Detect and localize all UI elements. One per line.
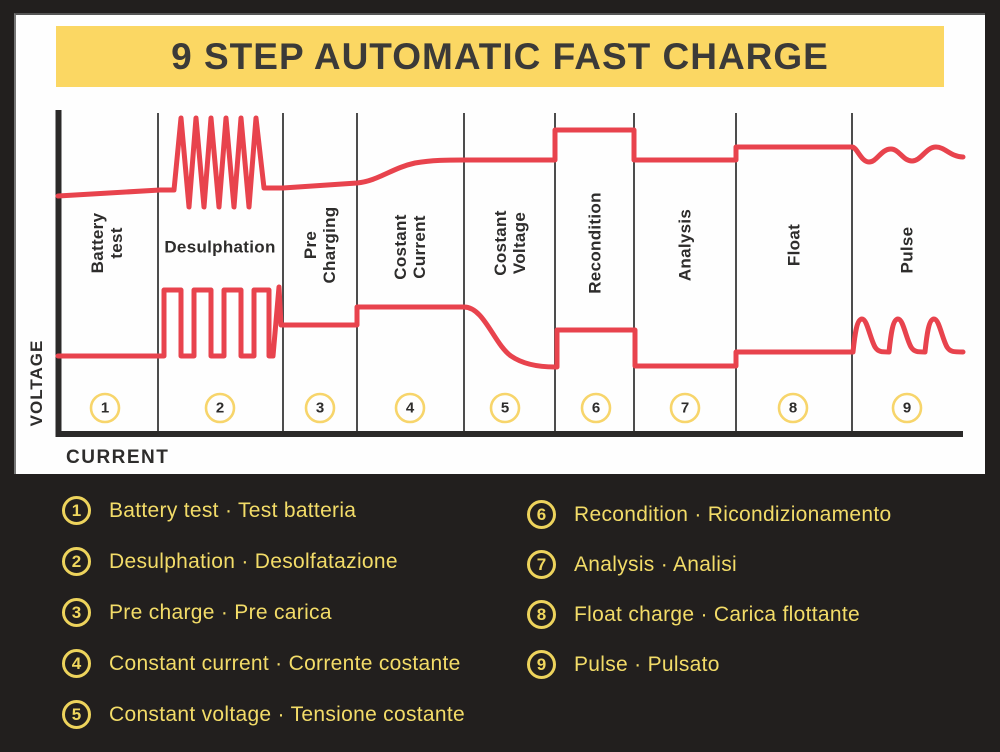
step-number: 7 xyxy=(681,400,689,417)
step-number: 9 xyxy=(903,400,911,417)
legend-item: 3 Pre charge · Pre carica xyxy=(62,598,465,627)
stage-label: Voltage xyxy=(510,212,529,274)
stage-label: Pre xyxy=(301,231,320,259)
legend-item-label: Recondition · Ricondizionamento xyxy=(574,503,891,527)
legend-item-label: Battery test · Test batteria xyxy=(109,499,356,523)
legend-step-circle: 8 xyxy=(527,600,556,629)
stage-label: Float xyxy=(785,224,804,266)
legend-item-label: Float charge · Carica flottante xyxy=(574,603,860,627)
step-number: 3 xyxy=(316,400,324,417)
voltage-axis-label: VOLTAGE xyxy=(27,333,45,433)
legend-item-label: Constant current · Corrente costante xyxy=(109,652,461,676)
legend-step-circle: 7 xyxy=(527,550,556,579)
legend-item-label: Pulse · Pulsato xyxy=(574,653,720,677)
step-number: 4 xyxy=(406,400,415,417)
charge-curve-chart: Batterytest 1 Desulphation 2 PreCharging 3 Cos… xyxy=(0,0,1000,475)
legend-step-circle: 6 xyxy=(527,500,556,529)
legend-item-label: Desulphation · Desolfatazione xyxy=(109,550,398,574)
current-axis-label: CURRENT xyxy=(66,447,169,469)
stage-label: Costant xyxy=(391,214,410,279)
step-number: 8 xyxy=(789,400,797,417)
legend-step-circle: 5 xyxy=(62,700,91,729)
legend-item-label: Constant voltage · Tensione costante xyxy=(109,703,465,727)
stage-label: Current xyxy=(410,215,429,279)
voltage-curve xyxy=(58,118,963,207)
legend-item: 1 Battery test · Test batteria xyxy=(62,496,465,525)
legend-column-right: 6 Recondition · Ricondizionamento 7 Anal… xyxy=(527,500,891,679)
legend-item: 2 Desulphation · Desolfatazione xyxy=(62,547,465,576)
stage-label: Battery xyxy=(88,212,107,273)
legend-item: 4 Constant current · Corrente costante xyxy=(62,649,465,678)
stage-label: Charging xyxy=(320,206,339,283)
step-number: 6 xyxy=(592,400,600,417)
legend-item: 5 Constant voltage · Tensione costante xyxy=(62,700,465,729)
stage-label: Analysis xyxy=(676,209,695,281)
stage-label: Recondition xyxy=(586,192,605,294)
step-number: 1 xyxy=(101,400,109,417)
legend-item: 8 Float charge · Carica flottante xyxy=(527,600,891,629)
stage-label: test xyxy=(107,227,126,258)
legend-step-circle: 1 xyxy=(62,496,91,525)
legend-column-left: 1 Battery test · Test batteria 2 Desulph… xyxy=(62,496,465,729)
stage-label: Costant xyxy=(491,210,510,275)
legend-item: 6 Recondition · Ricondizionamento xyxy=(527,500,891,529)
step-number: 5 xyxy=(501,400,509,417)
legend-step-circle: 2 xyxy=(62,547,91,576)
legend-step-circle: 4 xyxy=(62,649,91,678)
legend-step-circle: 3 xyxy=(62,598,91,627)
current-curve xyxy=(58,287,963,367)
legend-item: 9 Pulse · Pulsato xyxy=(527,650,891,679)
legend-item-label: Pre charge · Pre carica xyxy=(109,601,332,625)
legend-item-label: Analysis · Analisi xyxy=(574,553,737,577)
stage-label: Desulphation xyxy=(164,238,275,257)
stage-label: Pulse xyxy=(898,227,917,274)
step-number: 2 xyxy=(216,400,224,417)
legend-item: 7 Analysis · Analisi xyxy=(527,550,891,579)
legend-step-circle: 9 xyxy=(527,650,556,679)
